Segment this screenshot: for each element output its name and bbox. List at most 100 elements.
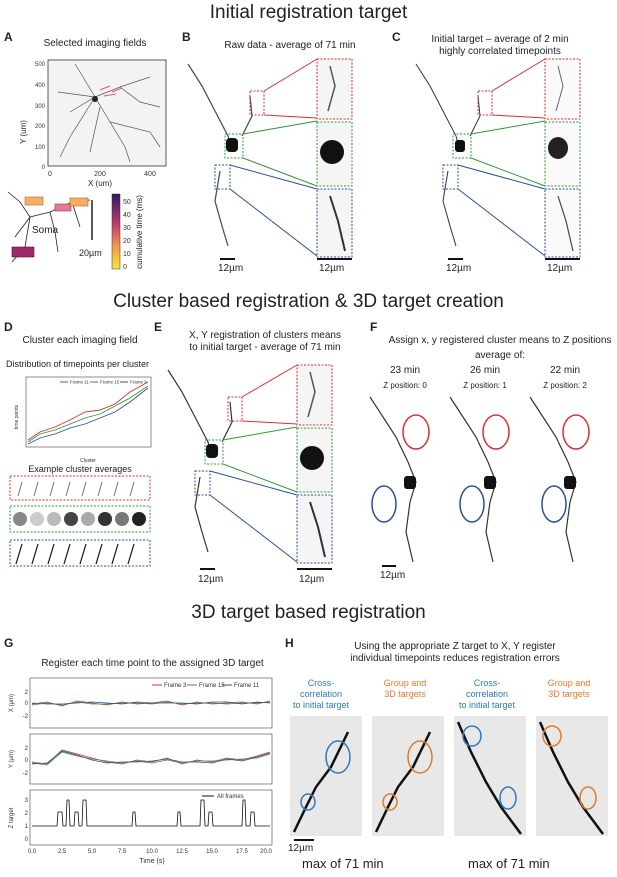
a-xtick: 400: [144, 171, 156, 178]
panel-a-caption: Selected imaging fields: [43, 38, 147, 49]
a-cbar-label: cumulative time (ms): [135, 195, 144, 269]
panel-d-sub2: Example cluster averages: [28, 464, 132, 474]
panel-letter-a: A: [4, 30, 13, 44]
g-ylabel-x: X (µm): [9, 694, 15, 712]
a-colorbar: [111, 193, 121, 270]
h-label-line: Group and: [547, 678, 591, 688]
h-caption-line2: individual timepoints reduces registrati…: [350, 653, 560, 664]
g-xtick: 17.5: [236, 849, 248, 855]
g-xtick: 7.5: [118, 849, 127, 855]
g-xtick: 2.5: [58, 849, 67, 855]
g-ztick: 2: [25, 811, 29, 817]
panel-letter-c: C: [392, 30, 401, 44]
panel-letter-d: D: [4, 320, 13, 334]
panel-g-caption: Register each time point to the assigned…: [41, 658, 264, 669]
c-scale1: 12µm: [446, 263, 471, 274]
h-bottom-1: max of 71 min: [302, 856, 384, 871]
h-label-line: Cross-: [307, 678, 335, 688]
a-ytick: 0: [42, 165, 46, 171]
a-scalebar-label: 20µm: [79, 248, 102, 258]
panel-b-caption: Raw data - average of 71 min: [224, 40, 356, 51]
g-xtick: 12.5: [176, 849, 188, 855]
panel-d-chart: Frame 11 Frame 15 Frame 9 Cluster time p…: [14, 376, 152, 464]
panel-d-cluster-averages: [9, 475, 151, 567]
h-label-line: 3D targets: [384, 689, 426, 699]
c-caption-line1: Initial target – average of 2 min: [431, 34, 569, 45]
panel-b-figure: 12µm 12µm: [187, 58, 353, 274]
h-label-line: Group and: [383, 678, 427, 688]
panel-letter-g: G: [4, 636, 14, 650]
panel-d-sub1: Distribution of timepoints per cluster: [5, 359, 150, 369]
g-xtick: 5.0: [88, 849, 97, 855]
panel-letter-b: B: [182, 30, 191, 44]
h-label-2: Group and 3D targets: [370, 678, 440, 700]
a-cbar-tick: 30: [123, 225, 131, 232]
section-title-3d: 3D target based registration: [191, 602, 426, 623]
a-ytick: 400: [35, 83, 46, 89]
h-label-line: correlation: [299, 689, 343, 699]
e-caption-line2: to initial target - average of 71 min: [189, 342, 341, 353]
a-xtick: 200: [94, 171, 106, 178]
e-caption-line1: X, Y registration of clusters means: [189, 330, 341, 341]
section-title-cluster: Cluster based registration & 3D target c…: [113, 291, 504, 312]
g-legend-item: Frame 11: [234, 683, 260, 689]
d-legend-item: Frame 15: [100, 380, 120, 385]
panel-h-figure: [290, 716, 608, 841]
g-ytick: 2: [25, 690, 29, 696]
g-xtick: 0.0: [28, 849, 37, 855]
h-label-line: to initial target: [458, 700, 516, 710]
panel-h-caption: Using the appropriate Z target to X, Y r…: [300, 641, 610, 665]
g-xtick: 20.0: [260, 849, 272, 855]
g-ztick: 0: [25, 837, 29, 843]
g-xtick: 15.0: [206, 849, 218, 855]
g-ytick: 0: [25, 701, 29, 707]
h-label-line: correlation: [465, 689, 509, 699]
panel-g-chart: Frame 3 Frame 15 Frame 11 2 0 -2 X (µm) …: [9, 677, 272, 865]
h-caption-line1: Using the appropriate Z target to X, Y r…: [354, 641, 556, 652]
panel-d-caption: Cluster each imaging field: [22, 335, 138, 346]
g-ztick: 1: [25, 824, 29, 830]
h-label-line: to initial target: [292, 700, 350, 710]
a-ylabel: Y (um): [19, 120, 28, 144]
g-ztick: 3: [25, 798, 29, 804]
panel-c-caption: Initial target – average of 2 min highly…: [400, 34, 600, 58]
h-bottom-2: max of 71 min: [468, 856, 550, 871]
panel-letter-f: F: [370, 320, 378, 334]
a-cbar-tick: 10: [123, 251, 131, 258]
h-label-line: Cross-: [473, 678, 501, 688]
h-label-line: 3D targets: [548, 689, 590, 699]
panel-c-figure: 12µm 12µm: [415, 58, 581, 274]
panel-letter-h: H: [285, 636, 294, 650]
a-xlabel: X (um): [88, 179, 112, 188]
g-xtick: 10.0: [146, 849, 158, 855]
b-scale1: 12µm: [218, 263, 243, 274]
g-ylabel-z: Z target: [9, 807, 15, 828]
h-scale: 12µm: [288, 843, 314, 854]
section-title-initial: Initial registration target: [209, 2, 408, 23]
a-cbar-tick: 0: [123, 264, 127, 271]
a-soma-label: Soma: [32, 225, 59, 236]
g-ytick: 2: [25, 746, 29, 752]
g-legend2: All frames: [217, 794, 244, 800]
e-scale1: 12µm: [198, 574, 223, 585]
g-ytick: 0: [25, 758, 29, 764]
f-col-z: Z position: 0: [383, 381, 427, 390]
f-col-z: Z position: 2: [543, 381, 587, 390]
f-col-time: 22 min: [549, 365, 580, 376]
g-legend-item: Frame 3: [164, 683, 187, 689]
g-legend-item: Frame 15: [199, 683, 225, 689]
panel-a-figure: 500 400 300 200 100 0 0 200 400 X (um) Y…: [7, 59, 167, 271]
panel-e-caption: X, Y registration of clusters means to i…: [165, 330, 365, 354]
d-xlabel: Cluster: [80, 458, 96, 464]
a-cbar-tick: 40: [123, 212, 131, 219]
b-scale2: 12µm: [319, 263, 344, 274]
h-label-1: Cross- correlation to initial target: [286, 678, 356, 711]
a-cbar-tick: 50: [123, 199, 131, 206]
c-scale2: 12µm: [547, 263, 572, 274]
f-scale: 12µm: [380, 570, 405, 581]
g-ylabel-y: Y (µm): [9, 750, 15, 768]
f-col-z: Z position: 1: [463, 381, 507, 390]
panel-f-average-of: average of:: [474, 350, 526, 361]
panel-letter-e: E: [154, 320, 163, 334]
a-ytick: 100: [35, 145, 46, 151]
